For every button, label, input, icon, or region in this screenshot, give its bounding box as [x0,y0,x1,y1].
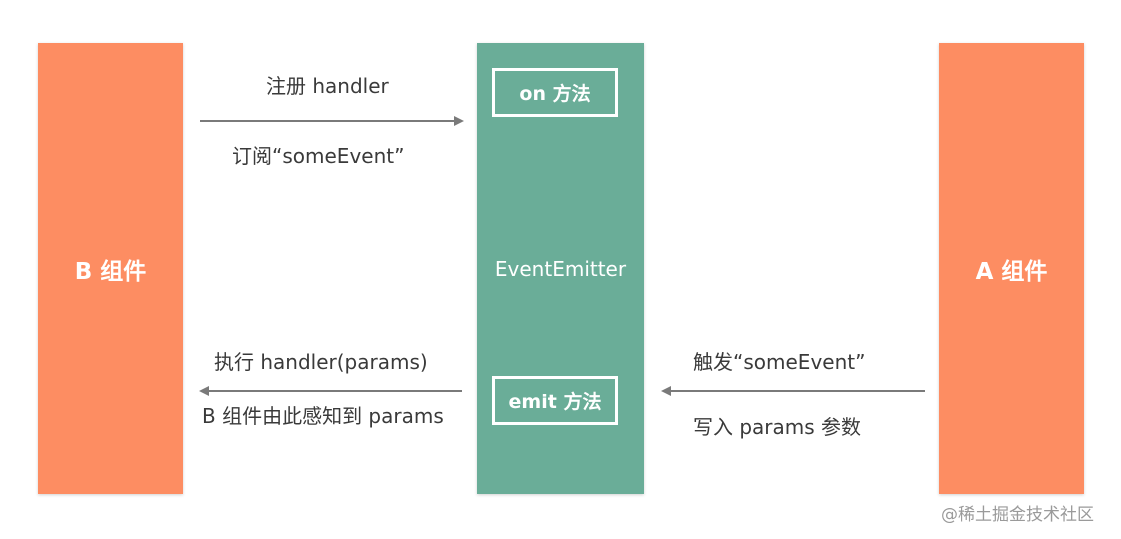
perceive-params-label: B 组件由此感知到 params [202,404,444,428]
emit-method-label: emit 方法 [508,391,602,413]
a-component-label: A 组件 [975,258,1048,285]
event-emitter-label: EventEmitter [494,256,627,281]
b-component-block: B 组件 [38,43,183,494]
trigger-event-label: 触发“someEvent” [693,350,866,374]
event-emitter-block: EventEmitter [477,43,644,494]
b-component-label: B 组件 [74,258,147,285]
subscribe-event-label: 订阅“someEvent” [232,144,405,168]
on-method-label: on 方法 [519,83,591,105]
on-method-box: on 方法 [492,68,618,117]
watermark: @稀土掘金技术社区 [941,505,1094,525]
emit-method-box: emit 方法 [492,376,618,425]
execute-handler-label: 执行 handler(params) [214,350,428,374]
a-component-block: A 组件 [939,43,1084,494]
register-handler-label: 注册 handler [266,74,389,98]
write-params-label: 写入 params 参数 [693,415,862,439]
